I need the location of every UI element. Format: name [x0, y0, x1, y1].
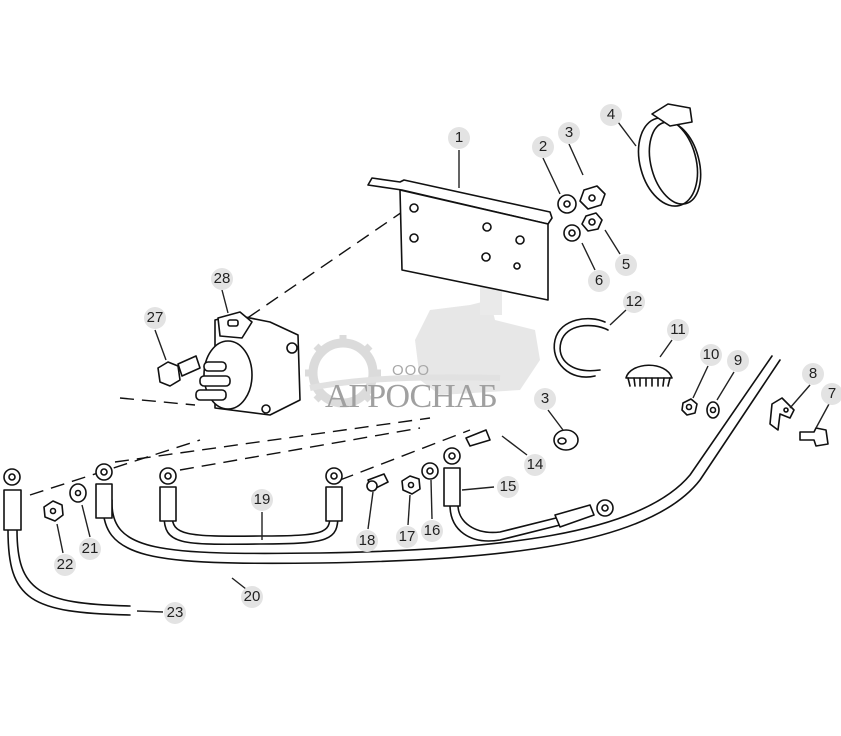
callout-27: 27 [144, 307, 166, 329]
cable-19-part [159, 467, 343, 546]
callout-1: 1 [448, 127, 470, 149]
watermark-prefix: ООО [392, 362, 431, 379]
callout-14: 14 [524, 454, 546, 476]
band-clamp-part [553, 309, 627, 378]
callout-9: 9 [727, 350, 749, 372]
grommet-part [547, 409, 579, 451]
nut-washer-22-21-part [43, 483, 91, 554]
callout-8: 8 [802, 363, 824, 385]
callout-17: 17 [396, 526, 418, 548]
callout-15: 15 [497, 476, 519, 498]
callout-16: 16 [421, 520, 443, 542]
watermark-logo-icon [305, 285, 540, 408]
solenoid-part [195, 289, 301, 416]
callout-23: 23 [164, 602, 186, 624]
hose-clamp-part [617, 103, 702, 207]
callout-20: 20 [241, 586, 263, 608]
callout-18: 18 [356, 530, 378, 552]
cable-23-part [3, 468, 164, 616]
callout-3a: 3 [558, 122, 580, 144]
callout-2: 2 [532, 136, 554, 158]
hardware-cluster [542, 143, 621, 271]
callout-7: 7 [821, 383, 841, 405]
callout-6: 6 [588, 270, 610, 292]
callout-4: 4 [600, 104, 622, 126]
cable-20-part [95, 355, 781, 590]
bolt-27-part [154, 329, 201, 387]
nut-washer-part [681, 365, 735, 419]
callout-12: 12 [623, 291, 645, 313]
callout-21: 21 [79, 538, 101, 560]
callout-22: 22 [54, 554, 76, 576]
cable-15-part [443, 447, 614, 542]
watermark-company: АГРОСНАБ [325, 378, 498, 415]
callout-19: 19 [251, 489, 273, 511]
callout-28: 28 [211, 268, 233, 290]
small-hardware-part [366, 429, 528, 530]
callout-5: 5 [615, 254, 637, 276]
callout-11: 11 [667, 319, 689, 341]
bracket-part [367, 150, 553, 301]
clip-bolt-part [769, 384, 830, 447]
terminal-cover-part [625, 339, 673, 387]
callout-10: 10 [700, 344, 722, 366]
callout-3b: 3 [534, 388, 556, 410]
